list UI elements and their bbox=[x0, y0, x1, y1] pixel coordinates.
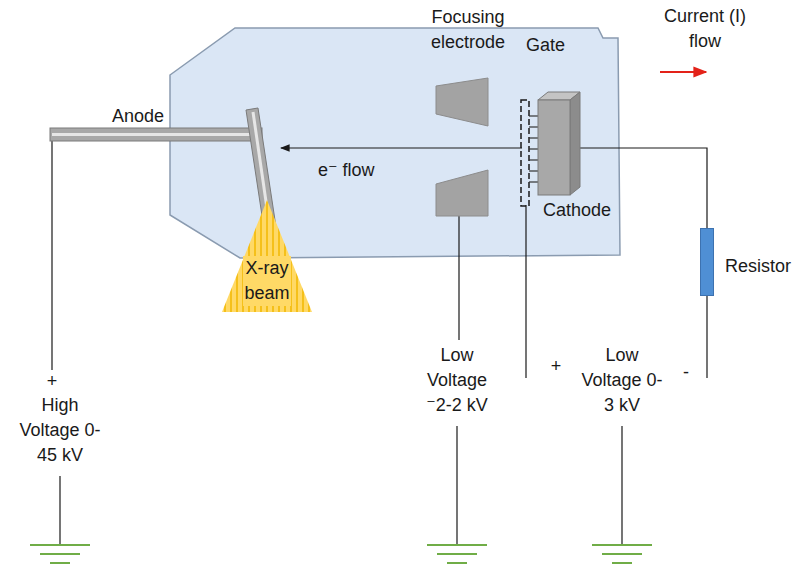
current-label: Current (I) flow bbox=[650, 4, 760, 54]
resistor-symbol: Resistor bbox=[700, 228, 714, 296]
part-label: Resistor bbox=[725, 254, 791, 279]
wires bbox=[52, 134, 707, 545]
emitter-tip bbox=[529, 126, 538, 127]
emitter-tip bbox=[529, 159, 538, 160]
ground-symbols bbox=[30, 545, 652, 563]
ground-bar bbox=[40, 553, 80, 555]
part-label: Focusing electrode bbox=[413, 5, 523, 55]
beam-label: X-ray beam bbox=[243, 256, 291, 306]
electron-flow-arrow bbox=[281, 147, 522, 148]
current-arrow bbox=[660, 71, 706, 73]
polarity-sign: - bbox=[676, 360, 696, 385]
ground-bar bbox=[447, 562, 467, 564]
part-label: Gate bbox=[526, 33, 586, 58]
x-ray-beam: X-ray beam bbox=[222, 200, 312, 312]
emitter-tip bbox=[529, 148, 538, 149]
anode-wire bbox=[51, 134, 52, 370]
gate-grid bbox=[521, 100, 529, 206]
focus-wire bbox=[458, 215, 459, 340]
gate-wire bbox=[525, 205, 526, 378]
emitter-tip bbox=[529, 181, 538, 182]
resistor-wire bbox=[706, 296, 707, 378]
emitter-tips bbox=[529, 116, 538, 182]
part-label: Anode bbox=[112, 104, 182, 129]
ground-bar bbox=[602, 553, 642, 555]
flow-label: e⁻ flow bbox=[318, 158, 398, 183]
tube-housing bbox=[170, 28, 620, 258]
ground-bar bbox=[427, 544, 487, 546]
supply-label: Low Voltage 0-3 kV bbox=[577, 343, 667, 417]
emitter-tip bbox=[529, 115, 538, 116]
supply-label: Low Voltage ⁻2-2 kV bbox=[412, 343, 502, 417]
polarity-sign: + bbox=[42, 369, 62, 394]
cathode bbox=[529, 92, 580, 195]
ground-wire bbox=[59, 476, 60, 545]
polarity-sign: + bbox=[546, 354, 566, 379]
ground-wire bbox=[621, 426, 622, 545]
ground-bar bbox=[612, 562, 632, 564]
part-label: Cathode bbox=[543, 198, 615, 223]
ground-bar bbox=[50, 562, 70, 564]
ground-bar bbox=[30, 544, 90, 546]
ground-bar bbox=[592, 544, 652, 546]
focusing-electrode bbox=[436, 78, 488, 216]
beam-triangle bbox=[222, 200, 312, 312]
emitter-tip bbox=[529, 137, 538, 138]
supply-label: High Voltage 0-45 kV bbox=[15, 393, 105, 467]
ground-wire bbox=[456, 426, 457, 545]
anode bbox=[50, 108, 278, 242]
emitter-tip bbox=[529, 170, 538, 171]
ground-bar bbox=[437, 553, 477, 555]
